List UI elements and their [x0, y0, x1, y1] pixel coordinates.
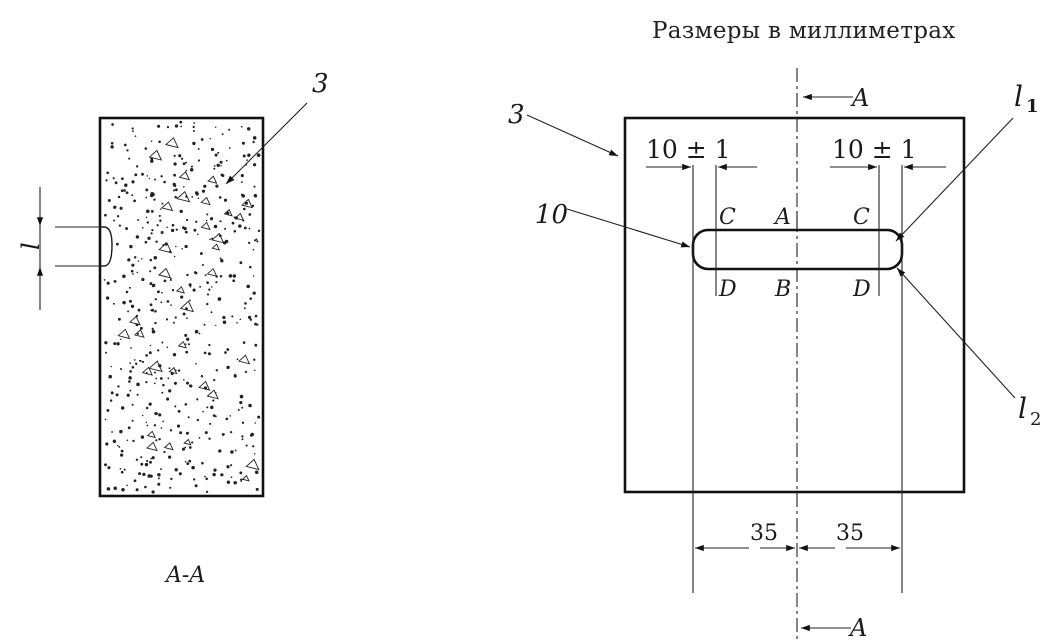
leader-l1	[895, 117, 1014, 242]
dim-bottom-right: 35	[836, 521, 864, 546]
callout-l1-subscript: 1	[1026, 96, 1039, 117]
leader-slot-10	[566, 208, 691, 248]
point-c-right: C	[853, 205, 870, 230]
callout-slot-10: 10	[535, 200, 568, 230]
section-view: l 3 A-A	[17, 69, 329, 588]
callout-l2-subscript: 2	[1030, 409, 1041, 430]
dim-label-l: l	[17, 242, 45, 250]
slot-notch	[100, 226, 113, 267]
concrete-hatching	[103, 120, 261, 494]
point-d-right: D	[852, 277, 871, 302]
dim-bottom-left: 35	[750, 521, 778, 546]
point-d-left: D	[718, 277, 737, 302]
point-b: B	[774, 277, 791, 302]
section-mark-top: A	[850, 84, 869, 112]
point-a: A	[773, 205, 791, 230]
callout-l2: l	[1018, 392, 1027, 425]
leader-l2	[896, 267, 1016, 399]
section-label: A-A	[164, 563, 205, 588]
section-mark-bottom: A	[848, 614, 867, 640]
dim-left-top: 10 ± 1	[646, 135, 731, 164]
specimen-section-outline	[98, 116, 265, 498]
callout-l1: l	[1014, 80, 1023, 113]
leader-part-3	[225, 102, 308, 185]
callout-part-3-plan: 3	[508, 100, 525, 130]
specimen-plan-outline	[623, 116, 966, 494]
leader-part-3-plan	[526, 114, 619, 157]
plan-view: A A 10 ± 1 10 ± 1 C A C D B D 3 10 l 1	[508, 68, 1041, 640]
dim-right-top: 10 ± 1	[832, 135, 917, 164]
point-c-left: C	[719, 205, 736, 230]
callout-part-3-section: 3	[312, 69, 329, 99]
units-caption: Размеры в миллиметрах	[652, 18, 956, 44]
